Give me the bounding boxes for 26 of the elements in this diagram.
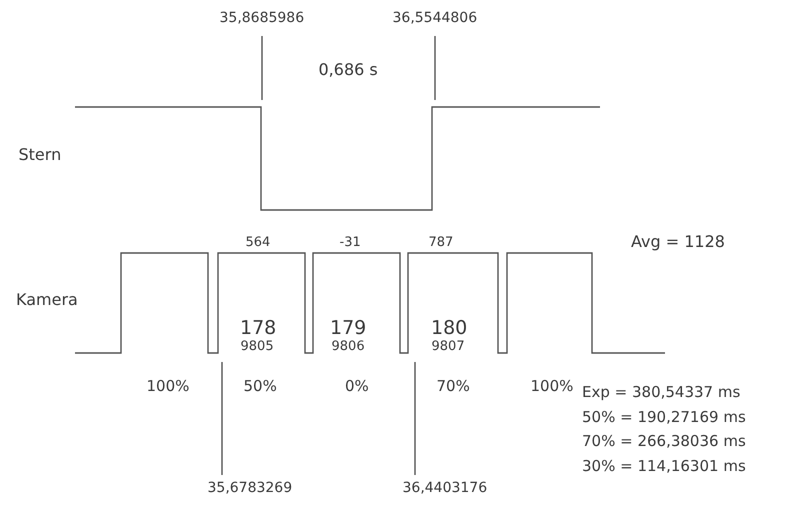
percent-label: 70%: [436, 378, 470, 394]
percent-label: 0%: [345, 378, 369, 394]
frame-number: 179: [330, 318, 366, 338]
frame-number: 178: [240, 318, 276, 338]
percent-label: 50%: [244, 378, 277, 394]
percent-label: 100%: [530, 378, 574, 394]
exposure-note: 30% = 114,16301 ms: [582, 458, 746, 474]
exposure-note: 70% = 266,38036 ms: [582, 432, 746, 449]
exposure-note: Exp = 380,54337 ms: [582, 384, 740, 400]
value-label: 564: [246, 236, 270, 250]
frame-number: 180: [431, 318, 468, 338]
average-label: Avg = 1128: [631, 233, 725, 251]
percent-label: 100%: [146, 378, 190, 394]
exposure-note: 50% = 190,27169 ms: [582, 408, 746, 425]
signal-name: Kamera: [16, 291, 78, 309]
timestamp: 36,4403176: [402, 480, 488, 496]
timestamp: 36,5544806: [392, 10, 478, 26]
timestamp: 35,6783269: [208, 480, 292, 496]
duration-label: 0,686 s: [318, 61, 378, 79]
value-label: -31: [340, 236, 361, 250]
frame-id: 9806: [332, 340, 365, 354]
signal-name: Stern: [18, 146, 62, 164]
frame-id: 9805: [240, 340, 274, 354]
timestamp: 35,8685986: [220, 10, 304, 26]
value-label: 787: [428, 236, 454, 250]
frame-id: 9807: [432, 340, 465, 354]
